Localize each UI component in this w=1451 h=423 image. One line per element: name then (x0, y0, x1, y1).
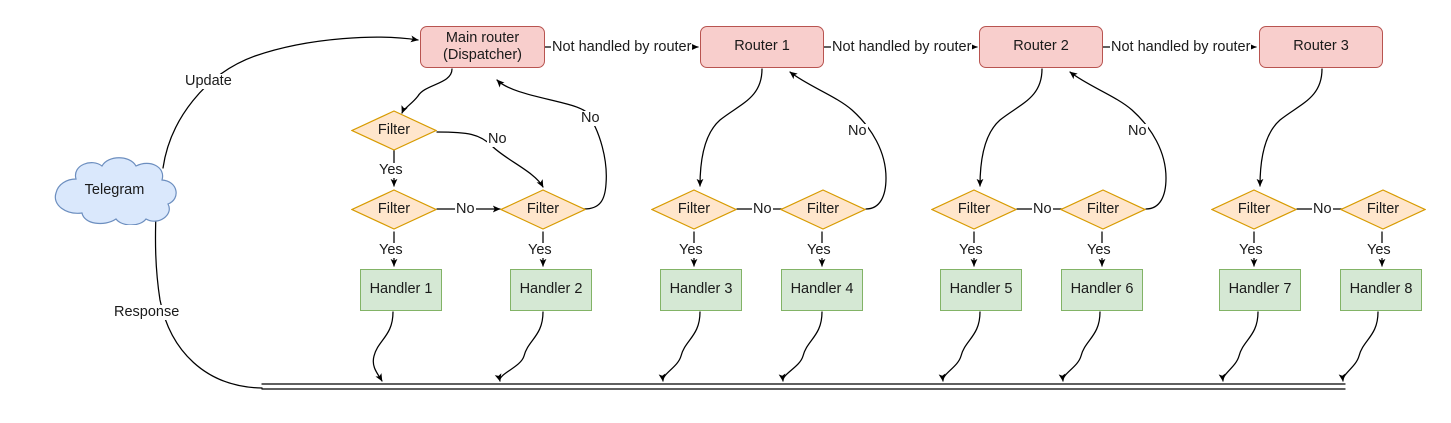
main-router-label: Main router (Dispatcher) (443, 29, 522, 63)
edge-h2-bus (494, 311, 544, 382)
router-1-label: Router 1 (734, 38, 790, 55)
filter-8-label: Filter (1366, 200, 1400, 217)
filter-4-label: Filter (806, 200, 840, 217)
node-handler-5[interactable]: Handler 5 (940, 269, 1022, 311)
node-handler-8[interactable]: Handler 8 (1340, 269, 1422, 311)
edge-r1-f3 (696, 68, 763, 187)
node-filter-7[interactable]: Filter (1211, 189, 1297, 230)
edge-r2-f5 (976, 68, 1043, 187)
edge-r3-f7 (1256, 68, 1323, 187)
edge-label-no-f6-back: No (1127, 123, 1148, 139)
diamond-shape (780, 189, 866, 230)
filter-6-label: Filter (1086, 200, 1120, 217)
edge-label-no-f0: No (487, 131, 508, 147)
edge-disp-f0 (401, 68, 453, 114)
edge-h6-bus (1058, 311, 1101, 382)
edge-label-update: Update (184, 73, 233, 89)
diamond-shape (1340, 189, 1426, 230)
router-2-label: Router 2 (1013, 38, 1069, 55)
edge-label-no-f3: No (752, 201, 773, 217)
edge-h8-bus (1338, 311, 1379, 382)
filter-7-label: Filter (1237, 200, 1271, 217)
edge-label-yes-f5: Yes (958, 242, 984, 258)
node-handler-1[interactable]: Handler 1 (360, 269, 442, 311)
edge-h7-bus (1218, 311, 1259, 382)
edge-label-yes-f4: Yes (806, 242, 832, 258)
edge-label-not-handled-3: Not handled by router (1110, 39, 1252, 55)
node-filter-3[interactable]: Filter (651, 189, 737, 230)
node-filter-4[interactable]: Filter (780, 189, 866, 230)
edge-h1-bus (372, 311, 394, 382)
handler-6-label: Handler 6 (1070, 281, 1134, 298)
edge-h5-bus (938, 311, 981, 382)
handler-2-label: Handler 2 (519, 281, 583, 298)
edge-label-yes-f6: Yes (1086, 242, 1112, 258)
diamond-shape (500, 189, 586, 230)
filter-0-label: Filter (377, 121, 411, 138)
diamond-shape (351, 189, 437, 230)
edge-label-no-f2-back: No (580, 110, 601, 126)
node-handler-4[interactable]: Handler 4 (781, 269, 863, 311)
edge-label-not-handled-2: Not handled by router (831, 39, 973, 55)
edge-label-yes-f2: Yes (527, 242, 553, 258)
node-handler-6[interactable]: Handler 6 (1061, 269, 1143, 311)
diamond-shape (651, 189, 737, 230)
node-handler-3[interactable]: Handler 3 (660, 269, 742, 311)
node-filter-0[interactable]: Filter (351, 110, 437, 151)
cloud-shape (54, 157, 177, 225)
handler-1-label: Handler 1 (369, 281, 433, 298)
edge-label-yes-f8: Yes (1366, 242, 1392, 258)
node-handler-2[interactable]: Handler 2 (510, 269, 592, 311)
handler-3-label: Handler 3 (669, 281, 733, 298)
edge-label-response: Response (113, 304, 181, 320)
edge-h3-bus (658, 311, 701, 382)
filter-1-label: Filter (377, 200, 411, 217)
filter-3-label: Filter (677, 200, 711, 217)
node-filter-2[interactable]: Filter (500, 189, 586, 230)
node-filter-5[interactable]: Filter (931, 189, 1017, 230)
diamond-shape (351, 110, 437, 151)
filter-5-label: Filter (957, 200, 991, 217)
edge-label-yes-f1: Yes (378, 242, 404, 258)
node-router-2[interactable]: Router 2 (979, 26, 1103, 68)
handler-4-label: Handler 4 (790, 281, 854, 298)
diamond-shape (931, 189, 1017, 230)
node-router-1[interactable]: Router 1 (700, 26, 824, 68)
node-filter-1[interactable]: Filter (351, 189, 437, 230)
edge-label-yes-f7: Yes (1238, 242, 1264, 258)
node-filter-8[interactable]: Filter (1340, 189, 1426, 230)
edge-label-no-f1: No (455, 201, 476, 217)
router-3-label: Router 3 (1293, 38, 1349, 55)
edge-label-yes-f0: Yes (378, 162, 404, 178)
telegram-cloud: Telegram (48, 157, 181, 225)
telegram-label: Telegram (84, 182, 145, 199)
node-main-router[interactable]: Main router (Dispatcher) (420, 26, 545, 68)
diamond-shape (1060, 189, 1146, 230)
edge-label-no-f7: No (1312, 201, 1333, 217)
handler-5-label: Handler 5 (949, 281, 1013, 298)
edge-label-not-handled-1: Not handled by router (551, 39, 693, 55)
filter-2-label: Filter (526, 200, 560, 217)
edge-label-no-f5: No (1032, 201, 1053, 217)
handler-8-label: Handler 8 (1349, 281, 1413, 298)
node-handler-7[interactable]: Handler 7 (1219, 269, 1301, 311)
node-filter-6[interactable]: Filter (1060, 189, 1146, 230)
diamond-shape (1211, 189, 1297, 230)
edge-h4-bus (778, 311, 823, 382)
node-router-3[interactable]: Router 3 (1259, 26, 1383, 68)
edge-label-yes-f3: Yes (678, 242, 704, 258)
edge-response (152, 211, 263, 389)
handler-7-label: Handler 7 (1228, 281, 1292, 298)
edge-label-no-f4-back: No (847, 123, 868, 139)
